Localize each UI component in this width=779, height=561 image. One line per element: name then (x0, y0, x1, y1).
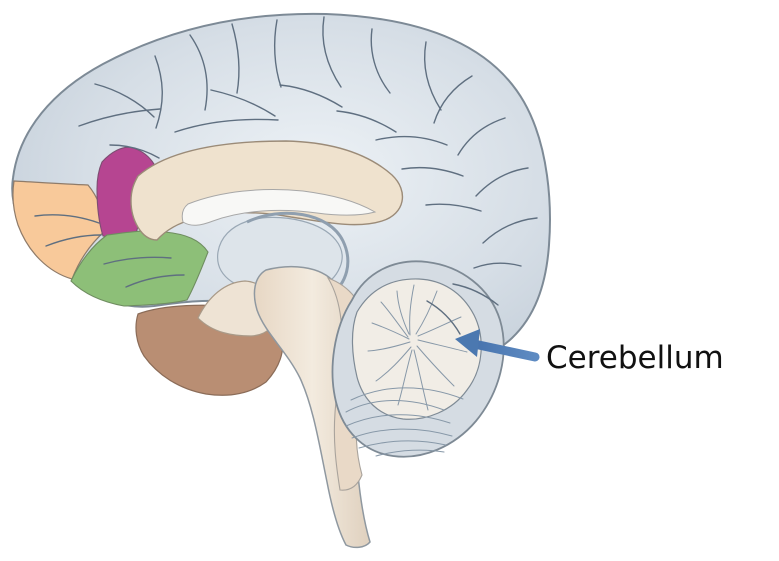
cerebellum-folia-3 (351, 428, 453, 439)
arbor-branch-1 (409, 284, 415, 336)
sulcus-19 (425, 203, 482, 212)
sulcus-15 (452, 283, 499, 306)
sulcus-7 (322, 16, 342, 88)
sulcus-3 (154, 55, 163, 129)
sulcus-9 (423, 41, 442, 111)
sulcus-4 (189, 34, 208, 111)
sulcus-23 (336, 110, 397, 133)
arbor-vitae (351, 278, 482, 420)
sulcus-27 (103, 256, 172, 265)
arbor-branch-10 (417, 339, 468, 353)
cerebellum-folia-6 (375, 449, 445, 457)
cerebellum-arrowhead (455, 329, 480, 357)
sulcus-11 (457, 117, 506, 156)
sulcus-28 (125, 274, 185, 288)
sulcus-2 (94, 83, 155, 118)
ventricle (181, 189, 377, 226)
sulcus-14 (473, 262, 522, 269)
arbor-branch-3 (380, 301, 409, 338)
sulcus-8 (370, 28, 391, 94)
cerebellum-folia-1 (345, 400, 445, 413)
cerebellum-folia-4 (358, 440, 447, 449)
arbor-branch-2 (396, 290, 410, 335)
arbor-branch-5 (367, 341, 411, 352)
sulcus-10 (433, 75, 473, 124)
sulcus-12 (475, 167, 529, 197)
arbor-branch-12 (415, 290, 438, 335)
sulcus-22 (279, 84, 343, 108)
sulcus-24 (109, 144, 160, 159)
arbor-branch-6 (375, 346, 412, 382)
arbor-branch-9 (416, 345, 455, 387)
cerebellum-folia-2 (345, 414, 451, 427)
sulcus-25 (34, 214, 100, 224)
arbor-branch-4 (371, 322, 410, 340)
cerebellum-label: Cerebellum (546, 340, 724, 376)
sulcus-17 (375, 135, 448, 146)
sulcus-26 (45, 234, 102, 247)
sulcus-6 (274, 19, 282, 88)
cerebellum-pointer-line (469, 339, 540, 362)
orange-region (12, 180, 107, 280)
sulcus-21 (210, 89, 276, 117)
sulcus-13 (482, 217, 538, 244)
sulcus-5 (231, 23, 240, 94)
cerebellum-folia-5 (350, 387, 464, 401)
sulcus-20 (174, 118, 279, 133)
arbor-branch-11 (417, 316, 462, 337)
sulcus-16 (426, 300, 461, 335)
fornix-curve (246, 211, 350, 298)
sulcus-1 (78, 108, 161, 127)
sulcus-18 (401, 167, 464, 177)
